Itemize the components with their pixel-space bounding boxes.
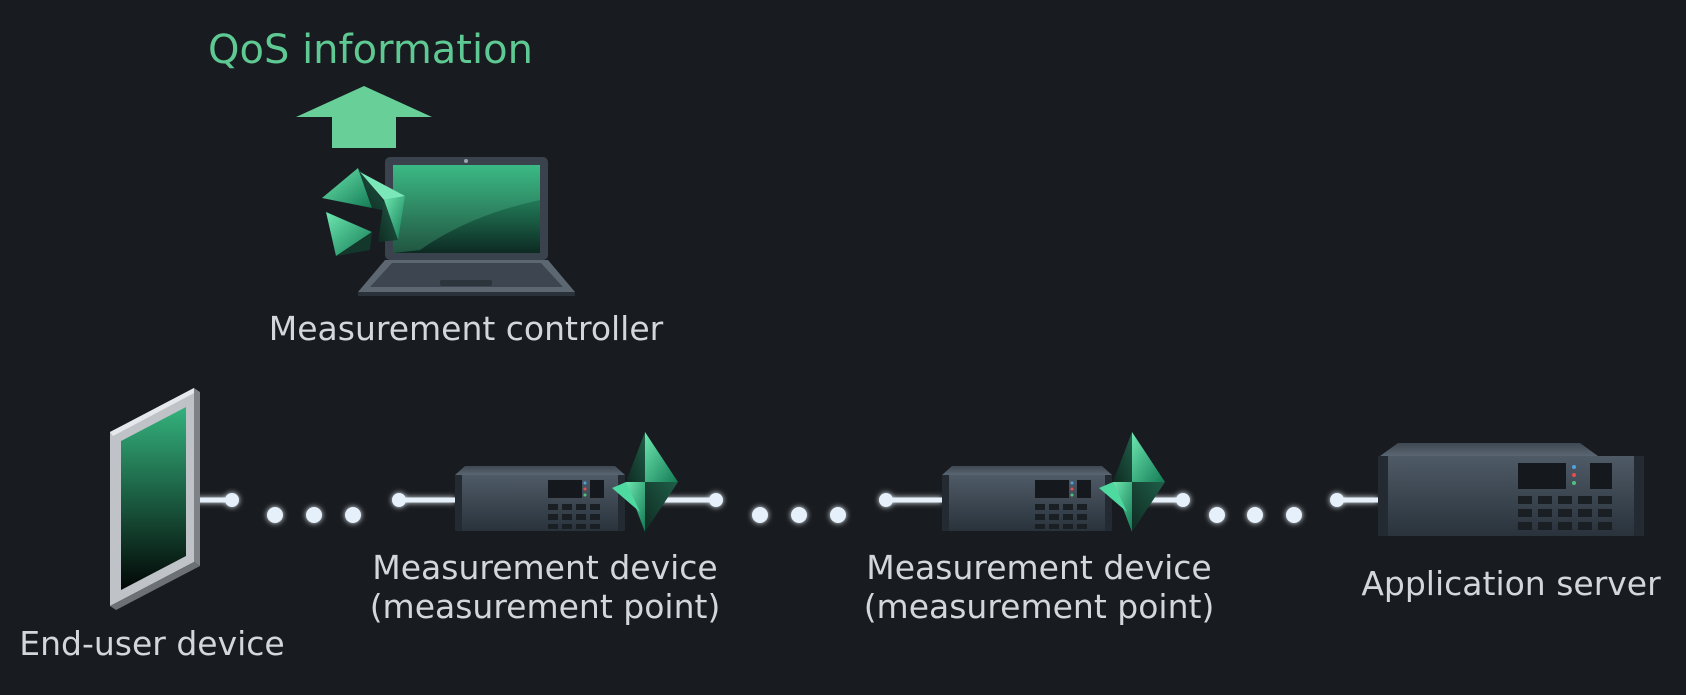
rack-server-icon: [1378, 443, 1644, 536]
measurement-device-1-role: (measurement point): [369, 587, 721, 626]
rack-device-icon: [455, 466, 625, 531]
application-server-label: Application server: [1361, 564, 1661, 603]
crystal-shards-icon: [1099, 432, 1165, 532]
rack-device-icon: [942, 466, 1112, 531]
crystal-shards-icon: [612, 432, 678, 532]
laptop-icon: [358, 157, 575, 296]
up-arrow-icon: [296, 86, 432, 148]
measurement-device-2-name: Measurement device: [866, 548, 1212, 587]
qos-information-label: QoS information: [208, 27, 533, 73]
network-links: [196, 493, 1378, 523]
measurement-controller-label: Measurement controller: [268, 309, 664, 348]
end-user-device-label: End-user device: [19, 624, 285, 663]
measurement-device-2-label: Measurement device (measurement point): [834, 548, 1244, 626]
measurement-device-1-name: Measurement device: [372, 548, 718, 587]
measurement-device-1-label: Measurement device (measurement point): [340, 548, 750, 626]
measurement-device-2-role: (measurement point): [863, 587, 1215, 626]
tablet-icon: [110, 388, 200, 610]
crystal-shards-icon: [322, 168, 405, 256]
